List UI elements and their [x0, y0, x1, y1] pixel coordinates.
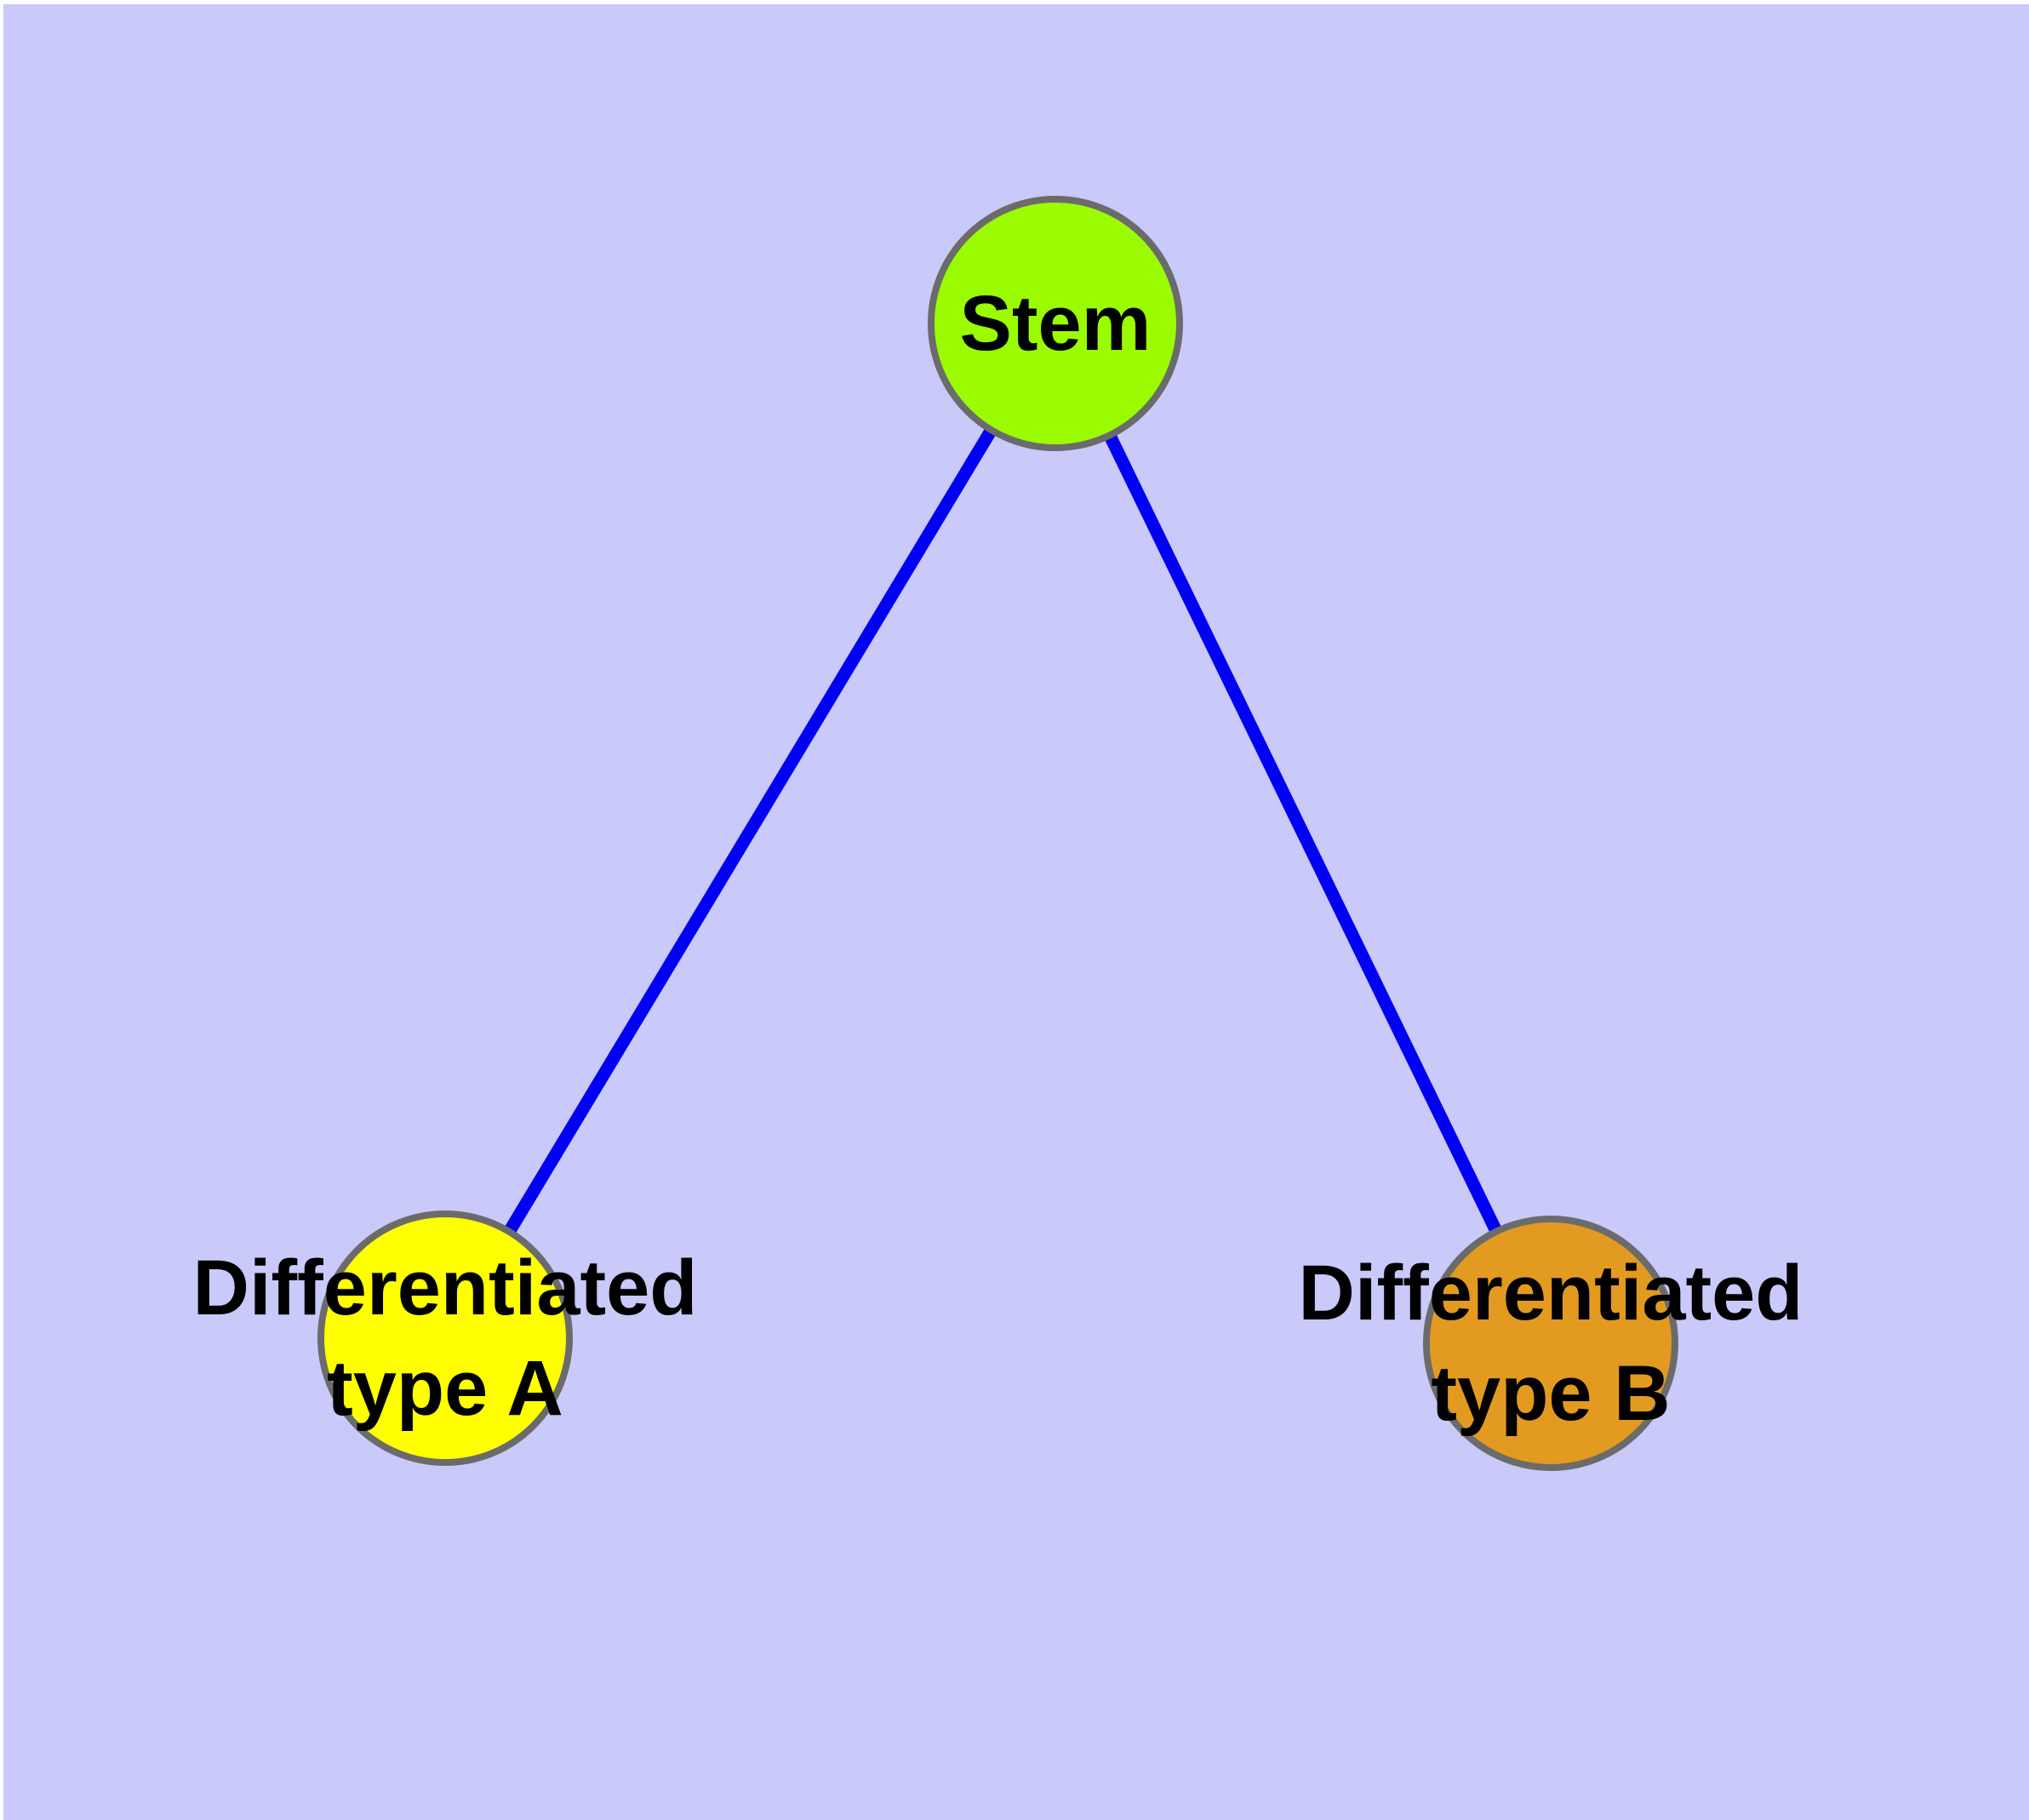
- graph-svg: [317, 196, 1678, 1471]
- edge-stem-to-differentiated-type-a: [439, 320, 1061, 1342]
- node-circle-stem: [928, 196, 1183, 451]
- node-circle-differentiated-type-b: [1423, 1216, 1678, 1471]
- edge-stem-to-differentiated-type-b: [1049, 320, 1557, 1347]
- node-circle-differentiated-type-a: [317, 1210, 573, 1466]
